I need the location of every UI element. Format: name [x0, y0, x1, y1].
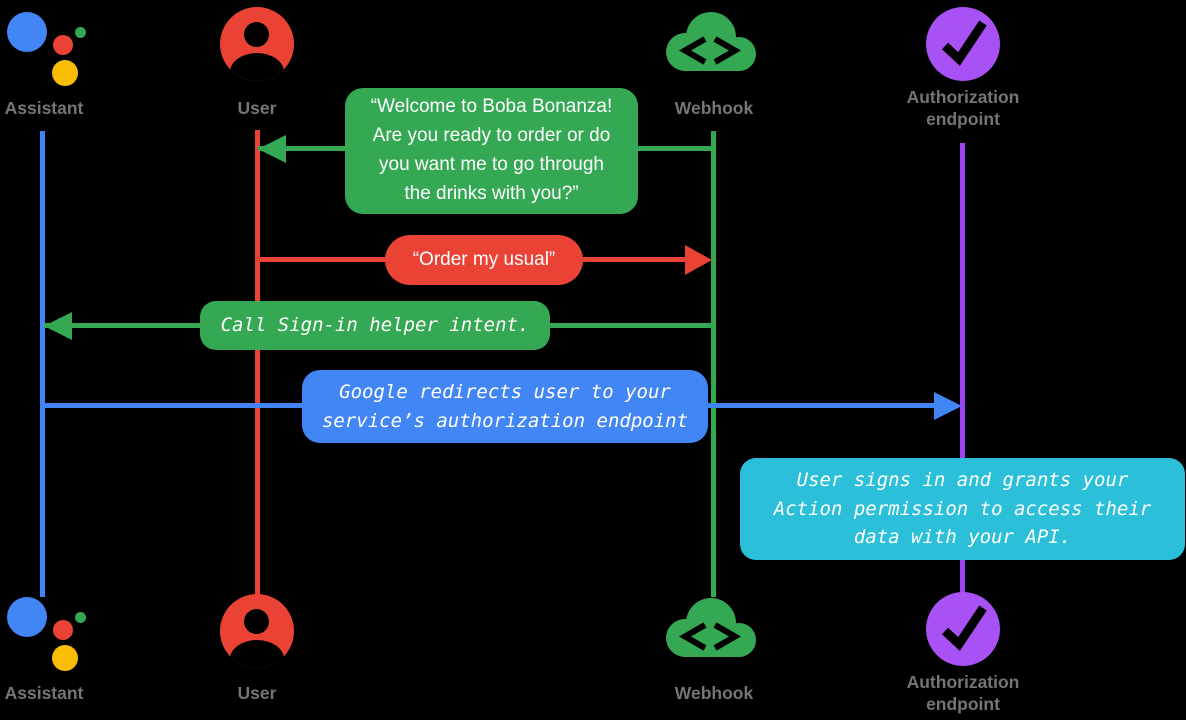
- lifeline-assistant: [40, 131, 45, 597]
- lifeline-authorization-endpoint: [960, 143, 965, 595]
- user-icon-body: [230, 640, 284, 668]
- lifeline-webhook: [711, 131, 716, 597]
- message-order: “Order my usual”: [385, 235, 583, 285]
- message-signin: Call Sign-in helper intent.: [200, 301, 550, 350]
- assistant-green-dot: [75, 612, 86, 623]
- google-assistant-icon: [4, 8, 96, 94]
- user-icon: [220, 7, 294, 81]
- lifeline-user: [255, 130, 260, 597]
- assistant-blue-dot: [7, 12, 47, 52]
- assistant-green-dot: [75, 27, 86, 38]
- actor-label-webhook-bottom: Webhook: [674, 683, 754, 703]
- actor-label-assistant-top: Assistant: [4, 98, 84, 118]
- arrow-welcome-head-left: [258, 135, 286, 163]
- user-icon-bottom: [220, 594, 294, 668]
- message-welcome: “Welcome to Boba Bonanza! Are you ready …: [345, 88, 638, 214]
- check-circle-icon: [926, 7, 1000, 81]
- arrow-redirect-head-right: [934, 392, 962, 420]
- actor-label-assistant-bottom: Assistant: [4, 683, 84, 703]
- actor-label-user-bottom: User: [237, 683, 277, 703]
- arrow-order-head-right: [685, 245, 712, 275]
- assistant-yellow-dot: [52, 645, 78, 671]
- actor-label-authorization-endpoint-top: Authorization endpoint: [906, 87, 1020, 129]
- assistant-blue-dot: [7, 597, 47, 637]
- user-icon-head: [244, 22, 269, 47]
- google-assistant-icon-bottom: [4, 593, 96, 679]
- arrow-signin-head-left: [44, 312, 72, 340]
- user-icon-body: [230, 53, 284, 81]
- cloud-code-icon: [666, 12, 756, 71]
- user-icon-head: [244, 609, 269, 634]
- actor-label-authorization-endpoint-bottom: Authorization endpoint: [906, 672, 1020, 714]
- assistant-red-dot: [53, 620, 73, 640]
- cloud-code-icon-bottom: [666, 598, 756, 657]
- assistant-yellow-dot: [52, 60, 78, 86]
- actor-label-webhook-top: Webhook: [674, 98, 754, 118]
- message-redirect: Google redirects user to your service’s …: [302, 370, 708, 443]
- actor-label-user-top: User: [237, 98, 277, 118]
- assistant-red-dot: [53, 35, 73, 55]
- check-circle-icon-bottom: [926, 592, 1000, 666]
- message-grant: User signs in and grants your Action per…: [740, 458, 1185, 560]
